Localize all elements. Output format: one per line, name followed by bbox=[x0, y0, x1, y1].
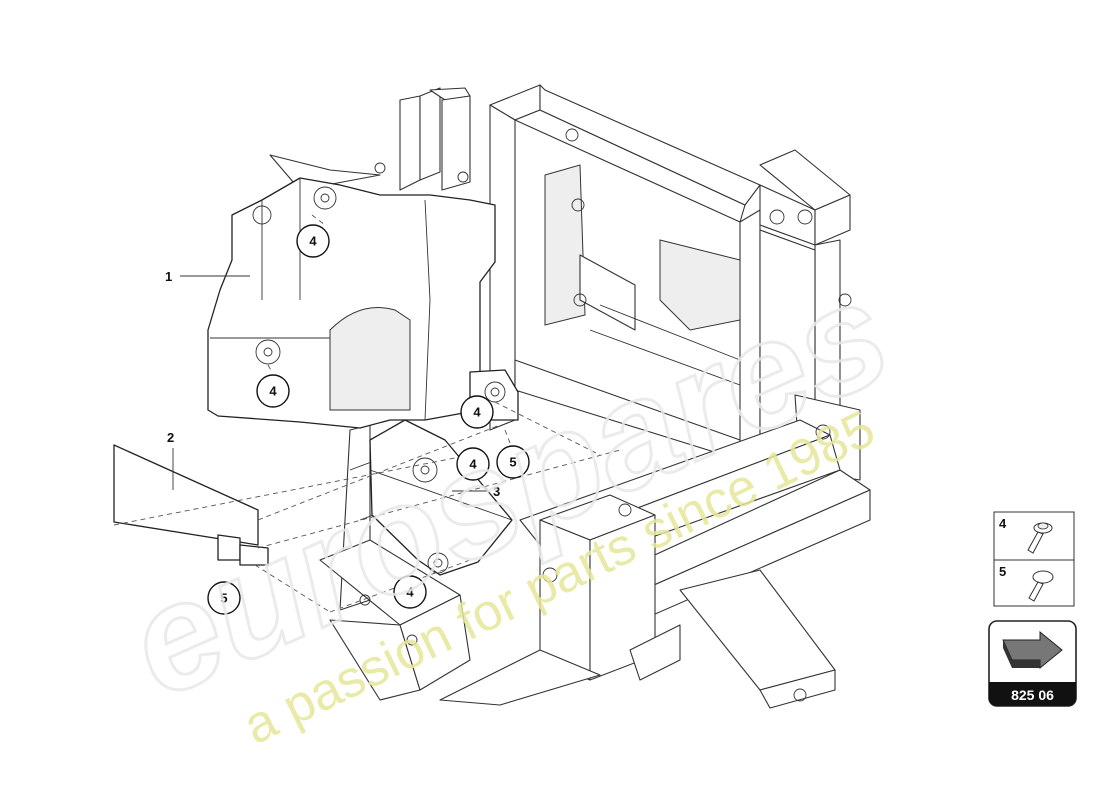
callout-label: 4 bbox=[269, 384, 277, 399]
callout-label: 4 bbox=[469, 457, 477, 472]
callout-4-left: 4 bbox=[256, 374, 290, 408]
callout-4-centre: 4 bbox=[456, 447, 490, 481]
arrow-page-icon bbox=[1002, 630, 1063, 670]
flange-screw-icon bbox=[1027, 522, 1053, 554]
part-label-1: 1 bbox=[165, 269, 172, 284]
callout-label: 5 bbox=[220, 591, 227, 606]
leader-lines bbox=[172, 275, 488, 492]
flat-head-screw-icon bbox=[1028, 570, 1054, 602]
legend-number-4: 4 bbox=[999, 516, 1007, 531]
part-1-heat-shield bbox=[207, 177, 496, 429]
legend-number-5: 5 bbox=[999, 564, 1006, 579]
part-label-3: 3 bbox=[493, 484, 500, 499]
callout-5-right: 5 bbox=[496, 445, 530, 479]
callout-4-bottom: 4 bbox=[393, 575, 427, 609]
callout-label: 5 bbox=[509, 455, 516, 470]
callout-4-bracket: 4 bbox=[460, 395, 494, 429]
callout-label: 4 bbox=[473, 405, 481, 420]
page-reference-number: 825 06 bbox=[1011, 687, 1054, 703]
page-reference[interactable]: 825 06 bbox=[988, 620, 1077, 707]
callout-label: 4 bbox=[309, 234, 317, 249]
callout-5-left: 5 bbox=[207, 581, 241, 615]
part-label-2: 2 bbox=[167, 430, 174, 445]
part-2-plate bbox=[113, 444, 269, 566]
callout-4-top: 4 bbox=[296, 224, 330, 258]
fastener-legend: 4 5 bbox=[993, 511, 1075, 607]
part-3-shield bbox=[369, 419, 513, 576]
callout-label: 4 bbox=[406, 585, 414, 600]
